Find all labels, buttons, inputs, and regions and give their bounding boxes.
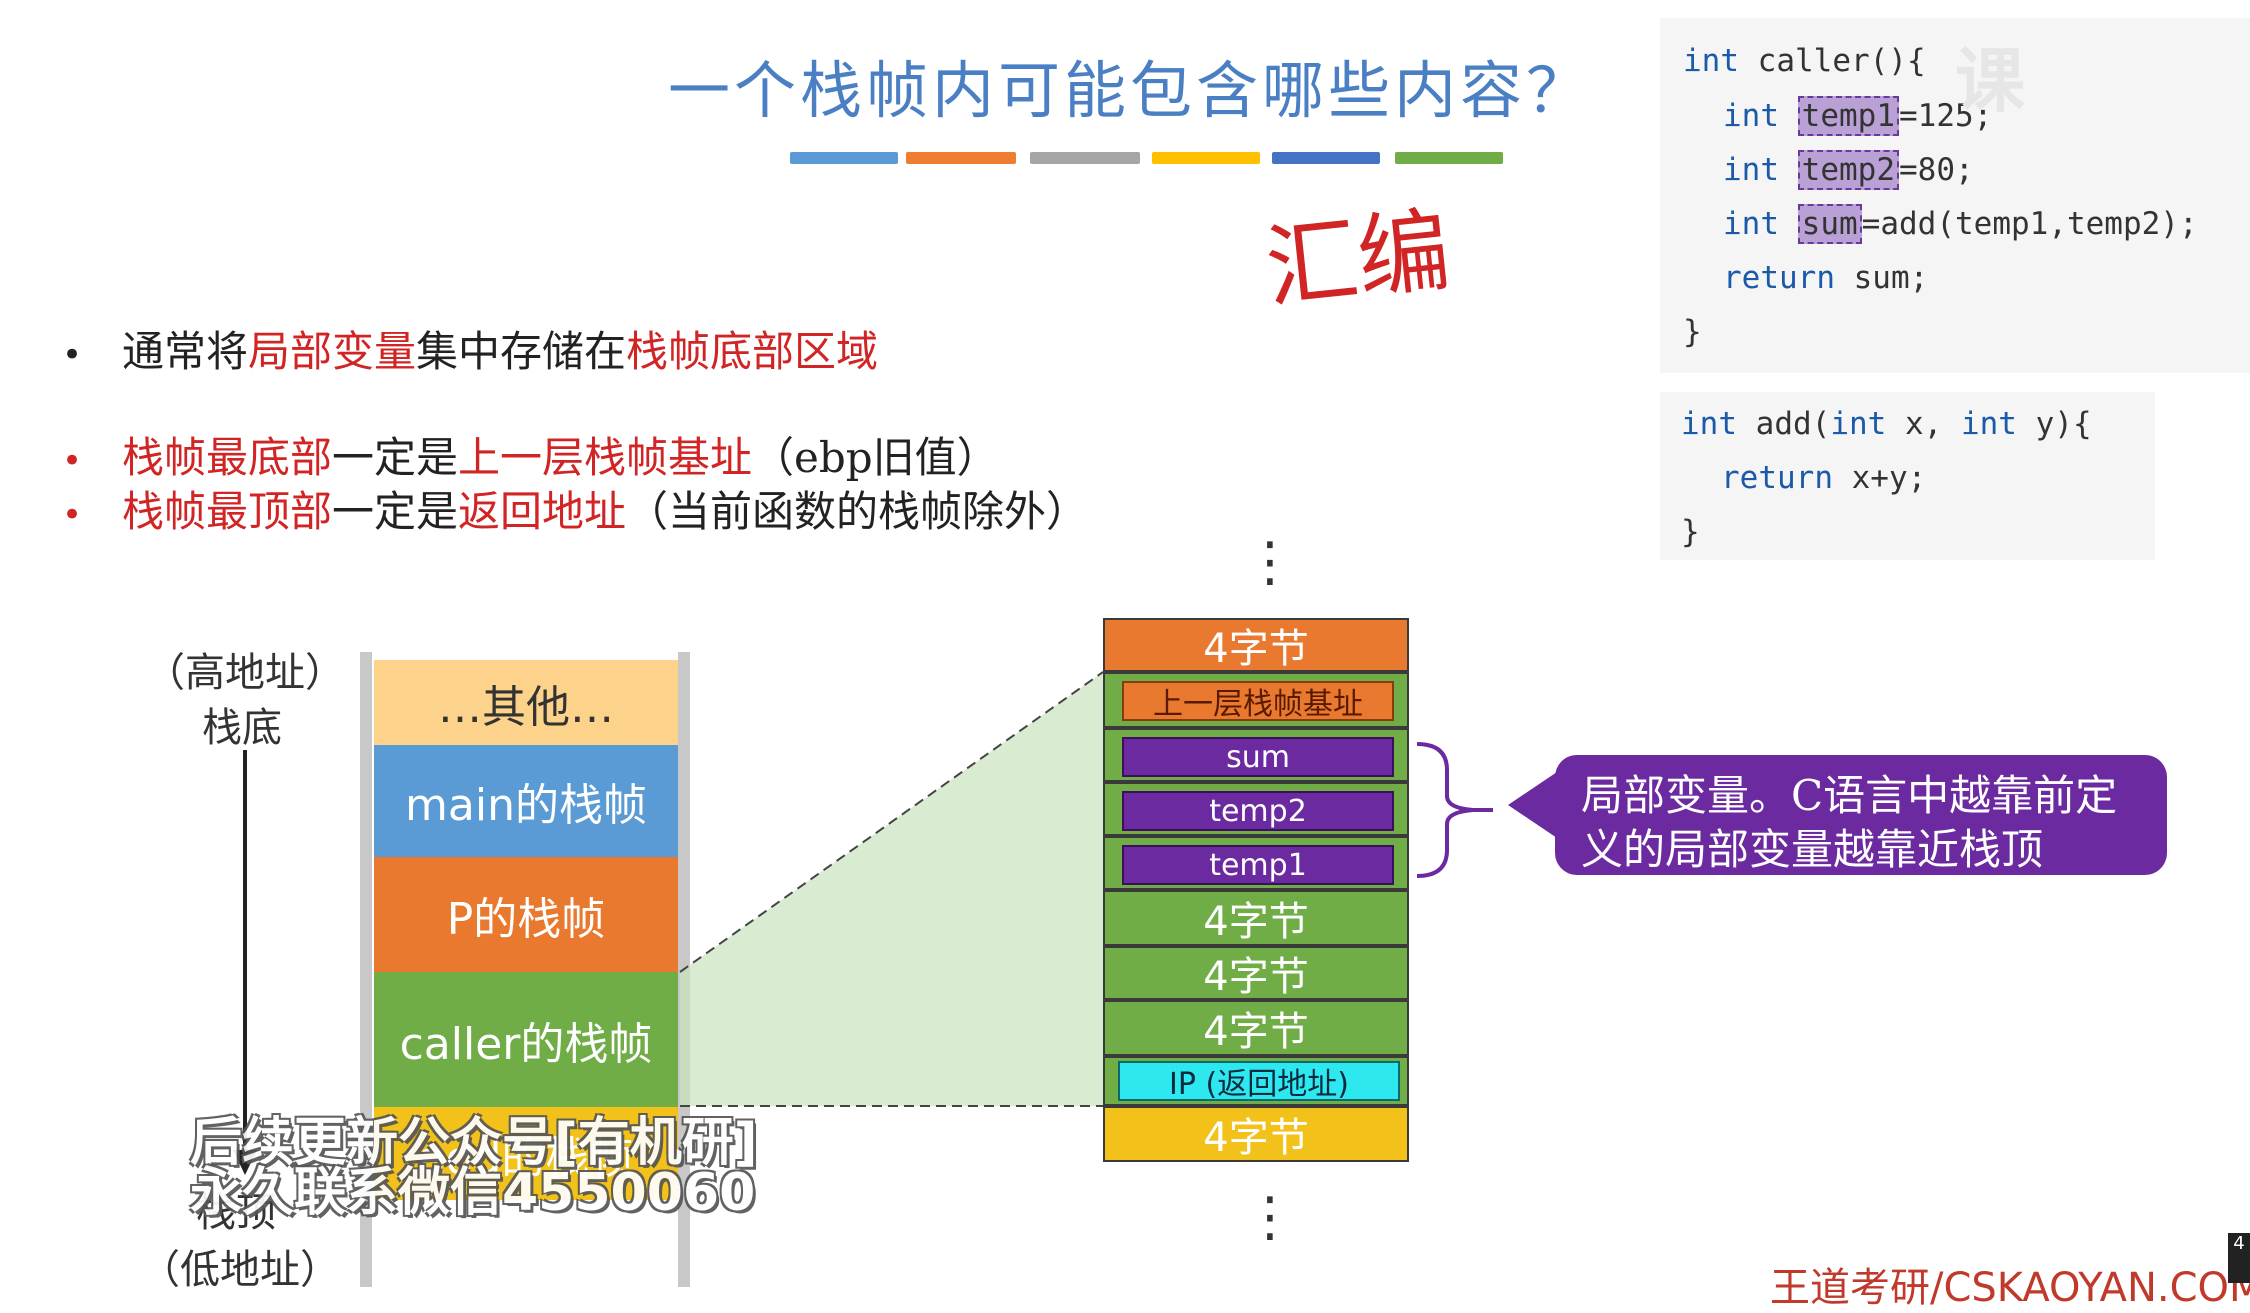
bullet-text-segment: （当前函数的栈帧除外） bbox=[626, 487, 1089, 536]
slide-title: 一个栈帧内可能包含哪些内容？ bbox=[667, 54, 1592, 127]
overlay-text-line2: 永久联系微信4550060 bbox=[190, 1163, 756, 1223]
code-line: int temp2=80; bbox=[1723, 150, 1974, 190]
code-line: int caller(){ bbox=[1683, 43, 1926, 79]
stack-bottom-label: 栈底 bbox=[202, 705, 282, 751]
bullet-text-segment: 上一层栈帧基址 bbox=[458, 433, 753, 482]
stack-block-main: main的栈帧 bbox=[374, 745, 678, 857]
frame-cell-4byte: 4字节 bbox=[1103, 946, 1409, 1000]
bullet-marker: • bbox=[62, 495, 83, 535]
stack-block-caller: caller的栈帧 bbox=[374, 972, 678, 1107]
frame-cell-4byte-top: 4字节 bbox=[1103, 618, 1409, 672]
code-caller-box: int caller(){ int temp1=125; int temp2=8… bbox=[1660, 18, 2250, 373]
bullet-text-segment: 栈帧底部区域 bbox=[626, 327, 879, 376]
bullet-item: • 栈帧最底部一定是上一层栈帧基址（ebp旧值） bbox=[62, 424, 999, 485]
bullet-item: • 栈帧最顶部一定是返回地址（当前函数的栈帧除外） bbox=[62, 478, 1088, 539]
stack-top-label: 栈顶 bbox=[196, 1190, 276, 1236]
watermark: 课 bbox=[1955, 40, 2033, 122]
bullet-text-segment: 栈帧最底部 bbox=[122, 433, 333, 482]
code-line: return x+y; bbox=[1721, 460, 1927, 496]
bullet-marker: • bbox=[62, 441, 83, 481]
high-address-label: （高地址） bbox=[145, 650, 345, 696]
bullet-text-segment: 一定是 bbox=[332, 487, 459, 536]
bullet-text-segment: 通常将 bbox=[122, 327, 249, 376]
page-number: 4 bbox=[2228, 1233, 2250, 1283]
title-bar-6 bbox=[1395, 152, 1503, 164]
bullet-text-segment: 集中存储在 bbox=[416, 327, 627, 376]
stack-block-add: add的栈帧 bbox=[374, 1107, 678, 1200]
prev-base-label: 上一层栈帧基址 bbox=[1122, 681, 1394, 722]
code-line: int temp1=125; bbox=[1723, 96, 1993, 136]
bullet-text-segment: 局部变量 bbox=[248, 327, 417, 376]
return-address-label: IP (返回地址) bbox=[1118, 1061, 1400, 1102]
bullet-text-segment: （ebp旧值） bbox=[752, 433, 999, 482]
code-line: int sum=add(temp1,temp2); bbox=[1723, 204, 2198, 244]
brace-icon bbox=[1416, 742, 1493, 878]
bullet-text-segment: 返回地址 bbox=[458, 487, 627, 536]
highlight-sum: sum bbox=[1797, 204, 1862, 244]
title-bar-1 bbox=[790, 152, 898, 164]
down-arrow-icon bbox=[233, 750, 257, 1175]
var-temp2-label: temp2 bbox=[1122, 791, 1394, 831]
title-bar-5 bbox=[1272, 152, 1380, 164]
stack-wall-left bbox=[360, 652, 372, 1287]
stack-block-other: …其他… bbox=[374, 660, 678, 745]
code-line: } bbox=[1683, 314, 1702, 350]
footer-brand: 王道考研/CSKAOYAN.COM bbox=[1770, 1265, 2250, 1311]
bullet-text-segment: 一定是 bbox=[332, 433, 459, 482]
code-line: } bbox=[1681, 514, 1700, 550]
ellipsis-top: ⋮ bbox=[1243, 530, 1297, 593]
code-add-box: int add(int x, int y){ return x+y; } bbox=[1660, 392, 2155, 560]
highlight-temp2: temp2 bbox=[1797, 150, 1899, 190]
low-address-label: （低地址） bbox=[140, 1247, 340, 1293]
title-bar-3 bbox=[1030, 152, 1140, 164]
frame-cell-4byte-bottom: 4字节 bbox=[1103, 1106, 1409, 1162]
code-line: int add(int x, int y){ bbox=[1681, 406, 2092, 442]
highlight-temp1: temp1 bbox=[1797, 96, 1899, 136]
title-bar-2 bbox=[906, 152, 1016, 164]
overlay-text-line1: 后续更新公众号[有机研] bbox=[190, 1113, 758, 1173]
callout-pointer bbox=[1508, 770, 1560, 840]
frame-cell-4byte: 4字节 bbox=[1103, 1000, 1409, 1056]
ellipsis-bottom: ⋮ bbox=[1243, 1185, 1297, 1248]
bullet-item: • 通常将局部变量集中存储在栈帧底部区域 bbox=[62, 318, 878, 379]
code-line: return sum; bbox=[1723, 260, 1929, 296]
var-sum-label: sum bbox=[1122, 737, 1394, 777]
var-temp1-label: temp1 bbox=[1122, 845, 1394, 885]
callout-bubble: 局部变量。C语言中越靠前定义的局部变量越靠近栈顶 bbox=[1555, 755, 2167, 875]
bullet-text-segment: 栈帧最顶部 bbox=[122, 487, 333, 536]
frame-cell-4byte: 4字节 bbox=[1103, 890, 1409, 946]
title-bar-4 bbox=[1152, 152, 1260, 164]
bullet-marker: • bbox=[62, 335, 83, 375]
stack-block-p: P的栈帧 bbox=[374, 857, 678, 972]
